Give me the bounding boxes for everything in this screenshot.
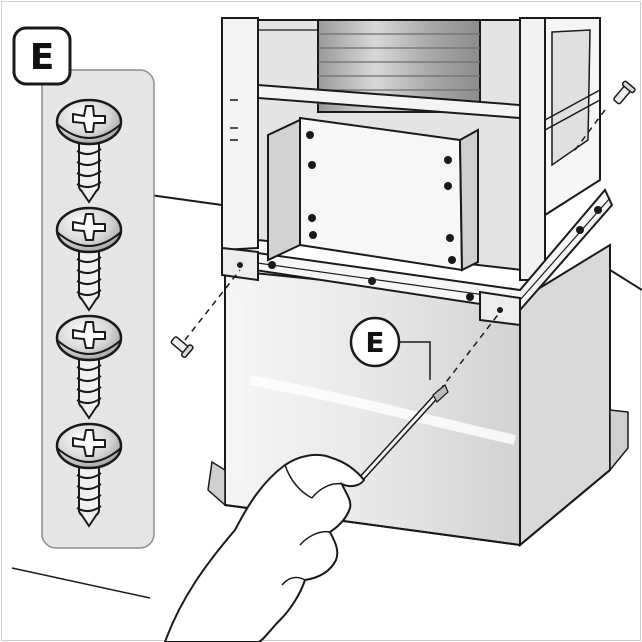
phillips-pan-head-screw-icon	[55, 206, 123, 312]
legend-tag-label: E	[30, 37, 55, 78]
frame-post-right	[519, 17, 546, 281]
loose-screw-right	[613, 80, 636, 105]
ceiling-flange	[609, 409, 629, 473]
screw-legend-panel: E	[12, 26, 155, 549]
callout-label: E	[365, 326, 384, 359]
phillips-pan-head-screw-icon	[55, 422, 123, 528]
hand-fingers	[281, 464, 343, 586]
callout-leader	[395, 341, 431, 380]
legend-tag-box	[12, 26, 72, 86]
loose-screw-left	[170, 336, 194, 359]
floor-line	[11, 567, 151, 599]
callout-e: E	[349, 316, 431, 380]
screw-stack	[55, 98, 123, 528]
frame-post-left	[221, 17, 259, 252]
screwdriver	[357, 384, 449, 483]
hand	[163, 453, 366, 642]
inner-box	[299, 116, 464, 272]
screw-guide-lines	[184, 109, 606, 391]
mounting-frame	[221, 17, 614, 327]
phillips-pan-head-screw-icon	[55, 314, 123, 420]
ceiling-flange	[207, 460, 226, 507]
phillips-pan-head-screw-icon	[55, 98, 123, 204]
